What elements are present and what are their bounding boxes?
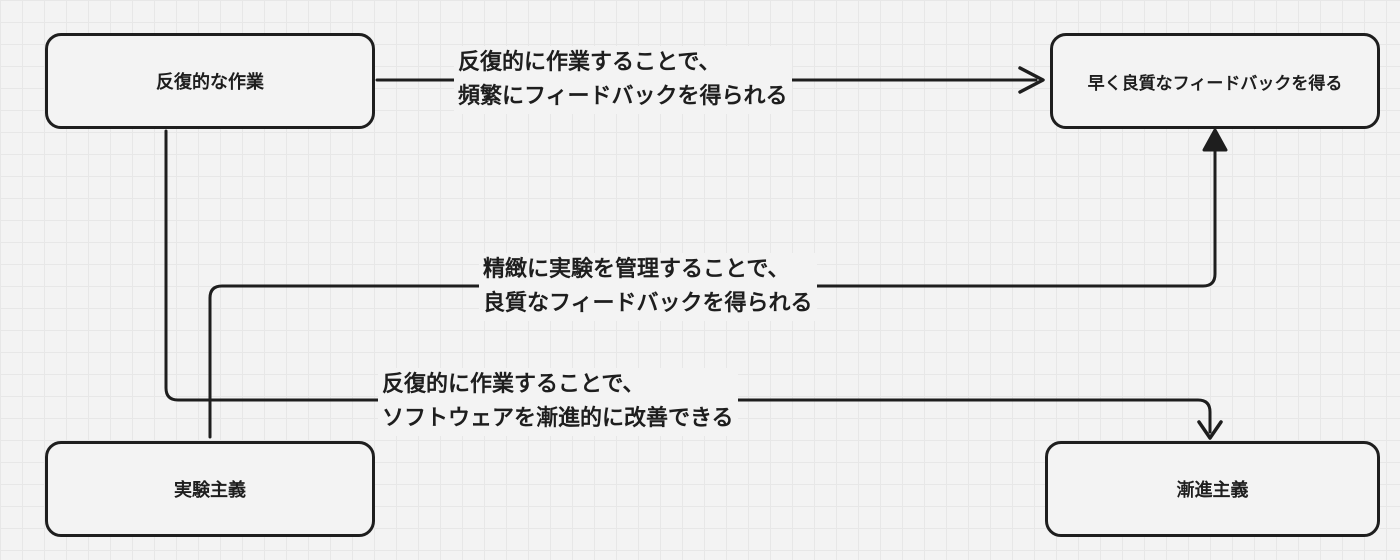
node-label: 実験主義	[174, 480, 246, 501]
node-label: 反復的な作業	[156, 72, 264, 93]
arrowhead-experimental-to-feedback	[1202, 128, 1228, 152]
node-label: 早く良質なフィードバックを得る	[1087, 73, 1343, 94]
edge-label-experimental-to-feedback: 精緻に実験を管理することで、 良質なフィードバックを得られる	[479, 253, 817, 321]
arrowhead-iterative-to-incremental	[1197, 420, 1223, 440]
node-incrementalism[interactable]: 漸進主義	[1045, 441, 1380, 537]
edge-label-line: 反復的に作業することで、	[458, 50, 721, 75]
edge-label-line: 頻繁にフィードバックを得られる	[458, 84, 788, 109]
edge-label-line: 反復的に作業することで、	[382, 372, 645, 397]
node-label: 漸進主義	[1176, 480, 1249, 501]
node-fast-quality-feedback[interactable]: 早く良質なフィードバックを得る	[1050, 33, 1380, 129]
edge-label-iterative-to-feedback: 反復的に作業することで、 頻繁にフィードバックを得られる	[454, 46, 792, 114]
node-experimentalism[interactable]: 実験主義	[45, 441, 375, 537]
arrowhead-iterative-to-feedback	[1018, 66, 1045, 94]
edge-label-iterative-to-incremental: 反復的に作業することで、 ソフトウェアを漸進的に改善できる	[378, 368, 738, 436]
node-iterative-work[interactable]: 反復的な作業	[45, 33, 375, 129]
edge-label-line: 精緻に実験を管理することで、	[483, 257, 790, 282]
edge-label-line: ソフトウェアを漸進的に改善できる	[382, 406, 734, 431]
edge-label-line: 良質なフィードバックを得られる	[483, 291, 813, 316]
